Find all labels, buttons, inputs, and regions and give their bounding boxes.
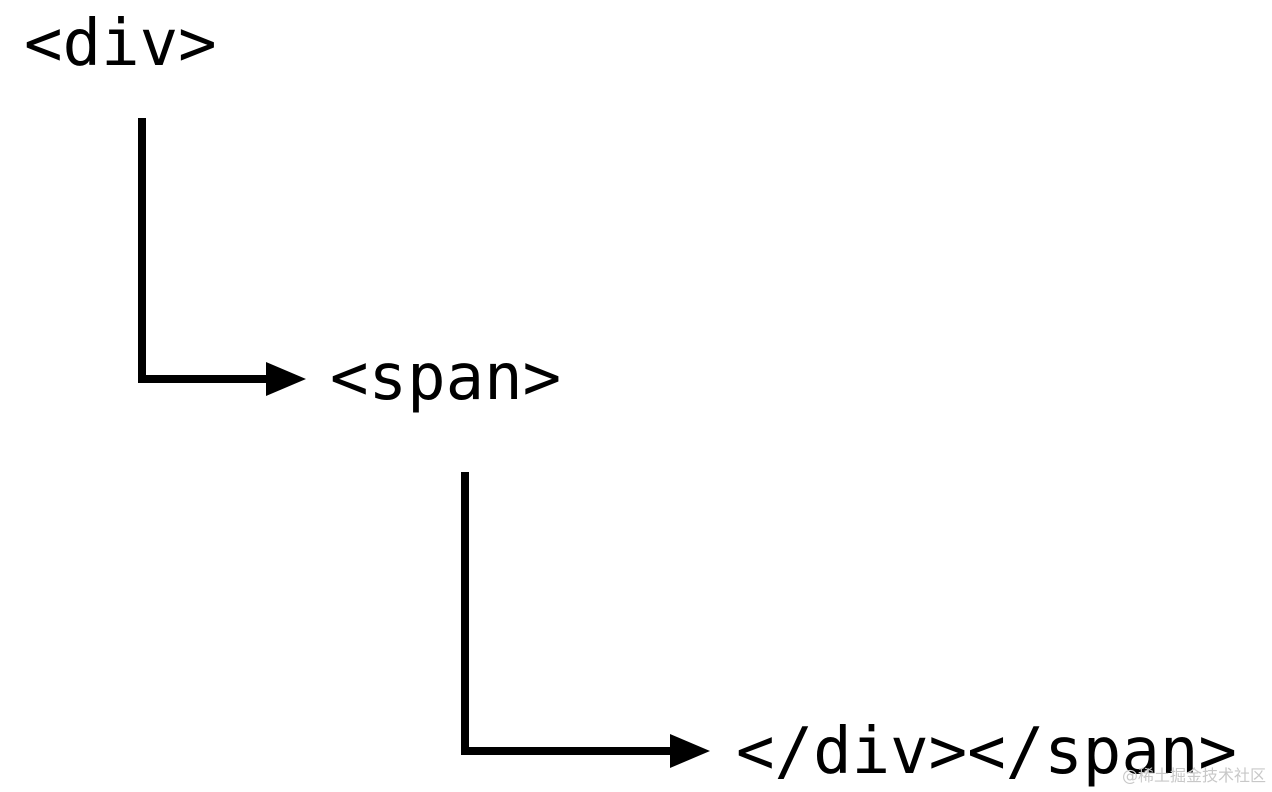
node-span-open-tag: <span>	[330, 341, 562, 415]
edge-line	[461, 472, 672, 755]
node-div-open-tag: <div>	[24, 7, 217, 81]
watermark-text: @稀土掘金技术社区	[1121, 766, 1266, 785]
edge-line	[138, 118, 268, 383]
arrow-head-icon	[670, 734, 710, 768]
arrow-head-icon	[266, 362, 306, 396]
node-closing-tags: </div></span>	[736, 715, 1237, 789]
edge-div-to-span	[138, 118, 306, 396]
edge-span-to-close	[461, 472, 710, 768]
